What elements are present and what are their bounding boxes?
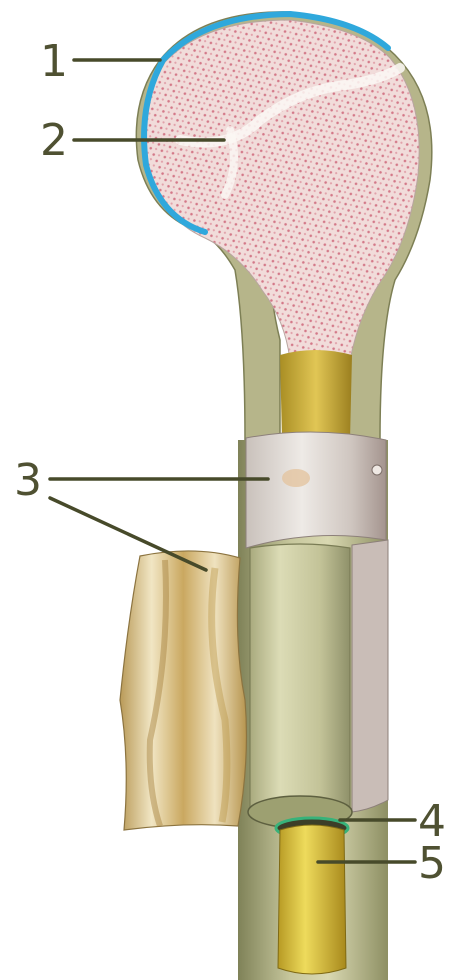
label-3: 3 xyxy=(14,455,42,506)
medullary-cavity-upper xyxy=(280,350,352,440)
periosteum-band xyxy=(246,432,386,548)
periosteum-spot xyxy=(282,469,310,487)
label-2: 2 xyxy=(40,115,68,166)
bone-marrow xyxy=(278,825,346,974)
periosteum-edge-pin xyxy=(372,465,382,475)
label-5: 5 xyxy=(418,838,446,889)
periosteum-strip xyxy=(352,540,388,812)
compact-bone xyxy=(250,544,350,815)
leader-line-3b xyxy=(50,498,206,570)
label-1: 1 xyxy=(40,36,68,87)
